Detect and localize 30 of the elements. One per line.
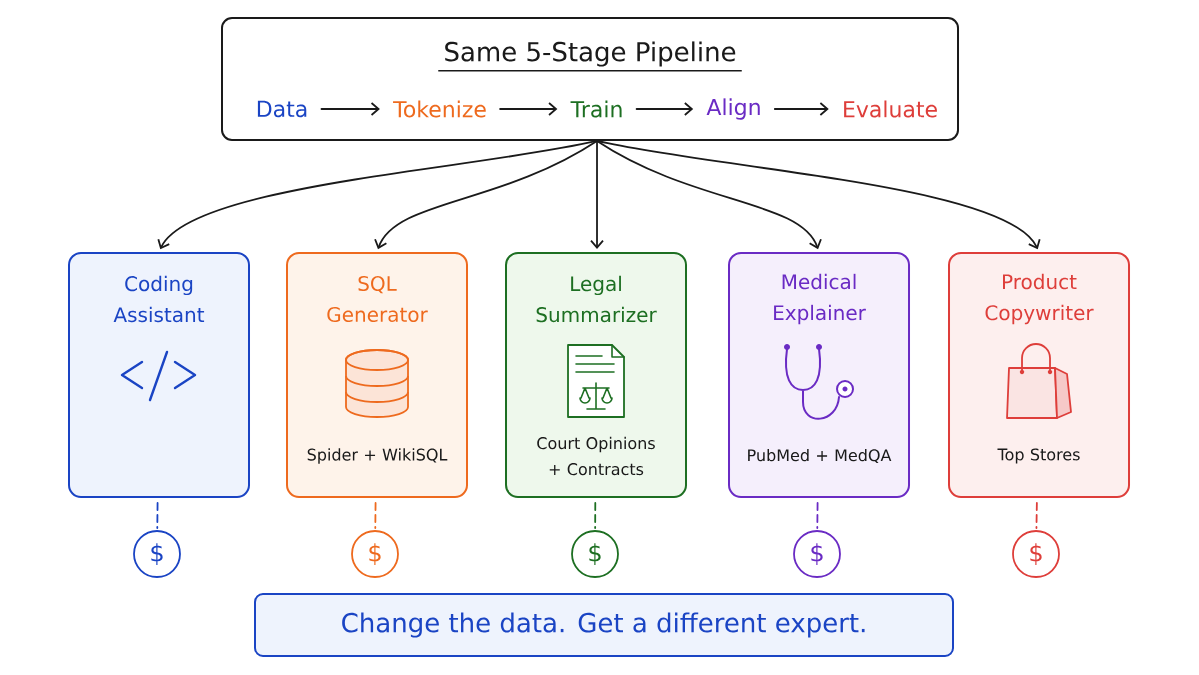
card-title: Medical Explainer [774, 273, 866, 325]
card-title: Coding Assistant [113, 275, 205, 323]
arrow [773, 102, 829, 116]
card-title: Product Copywriter [985, 273, 1094, 325]
arrow [157, 140, 598, 250]
stage-name: Evaluate [844, 100, 937, 118]
dashed-line [374, 502, 377, 529]
stage-name: Tokenize [393, 100, 486, 118]
arrow [320, 102, 380, 116]
stage-name: Data [257, 100, 307, 118]
card-title: SQL Generator [327, 275, 428, 323]
banner: Change the data. Get a different expert. [254, 593, 954, 657]
arrow [590, 140, 604, 249]
arrow [596, 140, 822, 250]
stage-name: Train [570, 100, 622, 118]
source-text: Court Opinions + Contracts [537, 436, 655, 476]
dashed-line [594, 502, 597, 529]
source-text: Top Stores [997, 448, 1080, 464]
arrow [374, 140, 598, 250]
arrow [499, 102, 558, 116]
source-text: Spider + WikiSQL [307, 448, 448, 464]
arrow [635, 102, 694, 116]
arrow [596, 140, 1041, 250]
dashed-line [816, 502, 819, 529]
dashed-line [1035, 502, 1038, 529]
dashed-line [156, 502, 159, 529]
card-title: Legal Summarizer [536, 275, 657, 323]
title: Same 5-Stage Pipeline [445, 41, 736, 67]
stage-name: Align [706, 98, 760, 120]
source-text: PubMed + MedQA [748, 448, 892, 464]
